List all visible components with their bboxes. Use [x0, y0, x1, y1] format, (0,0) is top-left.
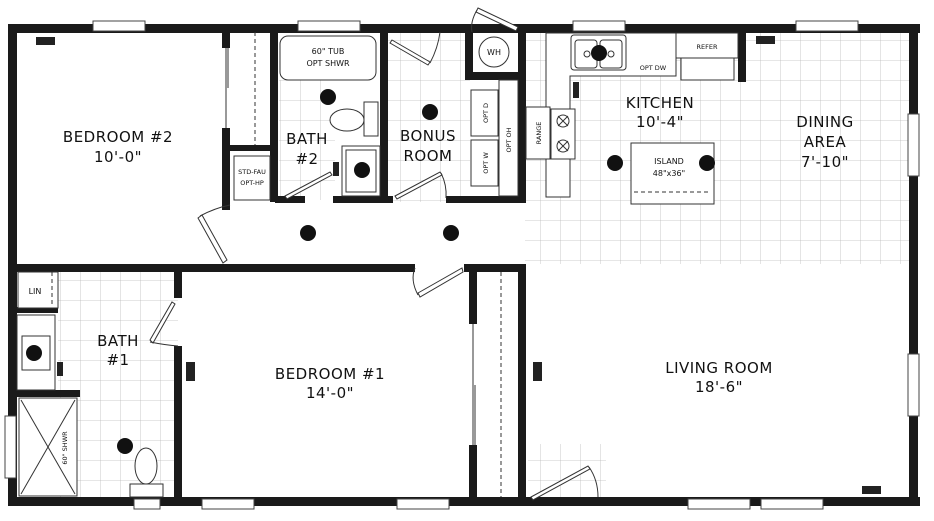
svg-text:OPT D: OPT D	[482, 103, 490, 123]
windows	[4, 20, 920, 510]
svg-text:OPT DW: OPT DW	[640, 64, 667, 72]
bath1-label: BATH	[97, 332, 139, 350]
svg-text:ISLAND: ISLAND	[654, 157, 684, 166]
dining-label: DINING	[796, 113, 853, 131]
doors	[149, 7, 599, 501]
toilet-bath1	[134, 447, 158, 485]
island	[630, 142, 715, 205]
interior-walls	[8, 30, 746, 504]
room-labels: BEDROOM #2 10'-0" BATH #2 BONUS ROOM KIT…	[63, 94, 853, 402]
bedroom1-label: BEDROOM #1	[275, 365, 385, 383]
tub-label-1: 60" TUB	[312, 47, 345, 56]
toilet-tank	[363, 101, 379, 137]
ceiling-lights	[26, 45, 715, 454]
bath2-label: BATH	[286, 130, 328, 148]
dining-size: 7'-10"	[801, 153, 849, 171]
kitchen-label: KITCHEN	[626, 94, 695, 112]
kitchen-fixtures: OPT DW REFER RANGE ISLAND 48"x36"	[525, 32, 739, 205]
bath1-fixtures: LIN 60" SHWR	[16, 287, 164, 498]
kitchen-size: 10'-4"	[636, 113, 684, 131]
bedroom1-size: 14'-0"	[306, 384, 354, 402]
living-room-label: LIVING ROOM	[665, 359, 773, 377]
water-heater: WH	[478, 36, 510, 68]
opt-dryer	[470, 89, 499, 137]
furnace-label-2: OPT-HP	[240, 179, 264, 187]
svg-text:60" SHWR: 60" SHWR	[61, 431, 69, 465]
laundry: OPT D OPT W OPT OH	[470, 79, 519, 197]
tub	[279, 35, 377, 81]
refrigerator	[675, 32, 739, 59]
wh-label: WH	[487, 48, 501, 57]
bonus-label: BONUS	[400, 127, 456, 145]
svg-text:OPT OH: OPT OH	[505, 127, 513, 152]
living-room-size: 18'-6"	[695, 378, 743, 396]
opt-washer	[470, 139, 499, 187]
svg-text:48"x36": 48"x36"	[653, 169, 685, 178]
svg-text:RANGE: RANGE	[535, 122, 543, 145]
furnace-closet: STD-FAU OPT-HP	[233, 155, 271, 201]
bonus-label-2: ROOM	[404, 147, 453, 165]
bath2-number: #2	[295, 150, 318, 168]
bath1-number: #1	[106, 351, 129, 369]
svg-text:LIN: LIN	[29, 287, 42, 296]
closets	[17, 32, 502, 497]
toilet	[329, 108, 365, 132]
dining-label-2: AREA	[804, 133, 847, 151]
svg-text:REFER: REFER	[697, 43, 718, 51]
bedroom2-size: 10'-0"	[94, 148, 142, 166]
bedroom2-label: BEDROOM #2	[63, 128, 173, 146]
registers	[36, 36, 881, 494]
furnace-label-1: STD-FAU	[238, 168, 266, 176]
range	[525, 106, 551, 160]
svg-text:OPT W: OPT W	[482, 152, 490, 174]
tub-label-2: OPT SHWR	[306, 59, 350, 68]
